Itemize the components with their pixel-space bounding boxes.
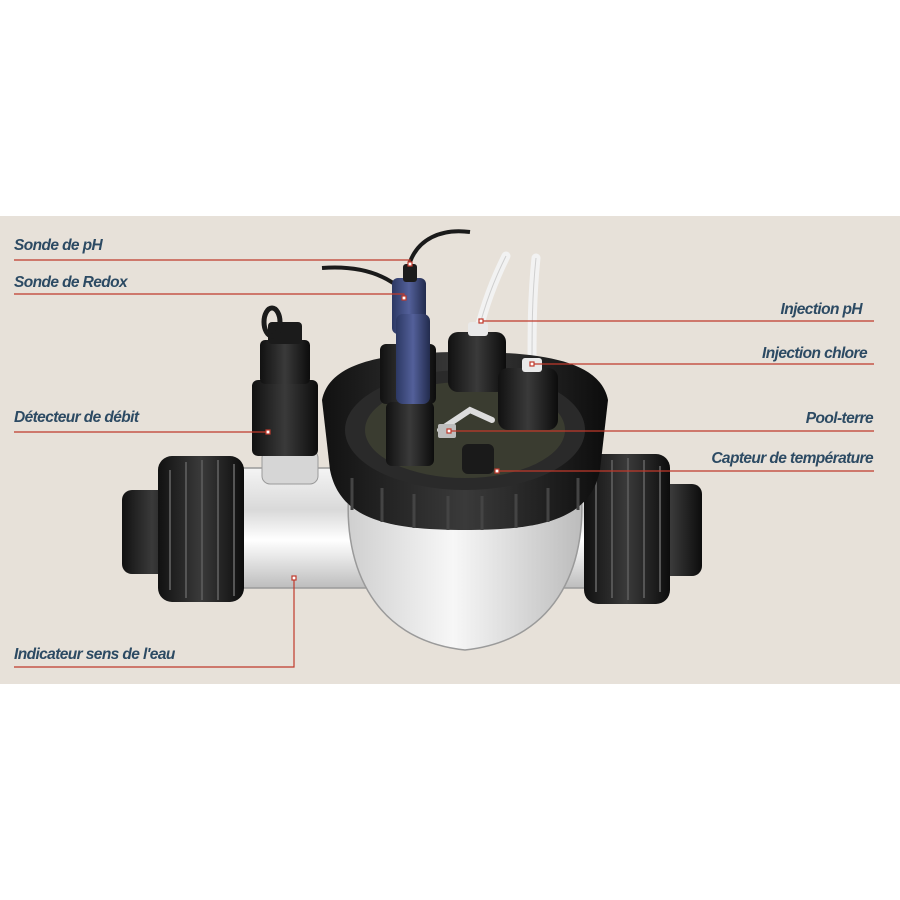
pool-earth-and-temp-sensor [437,406,495,474]
injection-fittings [448,322,558,430]
leader-markers [265,261,535,581]
left-union-coupling [122,456,244,602]
flow-detector [252,305,319,485]
label-detecteur-debit: Détecteur de débit [14,409,139,426]
label-indicateur-sens: Indicateur sens de l'eau [14,646,175,663]
right-union-coupling [584,454,702,604]
label-capteur-temperature: Capteur de température [711,450,873,467]
label-pool-terre: Pool-terre [805,410,874,427]
label-injection-chlore: Injection chlore [762,345,868,362]
probes [380,264,436,466]
label-sonde-redox: Sonde de Redox [14,274,128,291]
label-injection-ph: Injection pH [780,301,863,318]
label-sonde-ph: Sonde de pH [14,237,103,254]
